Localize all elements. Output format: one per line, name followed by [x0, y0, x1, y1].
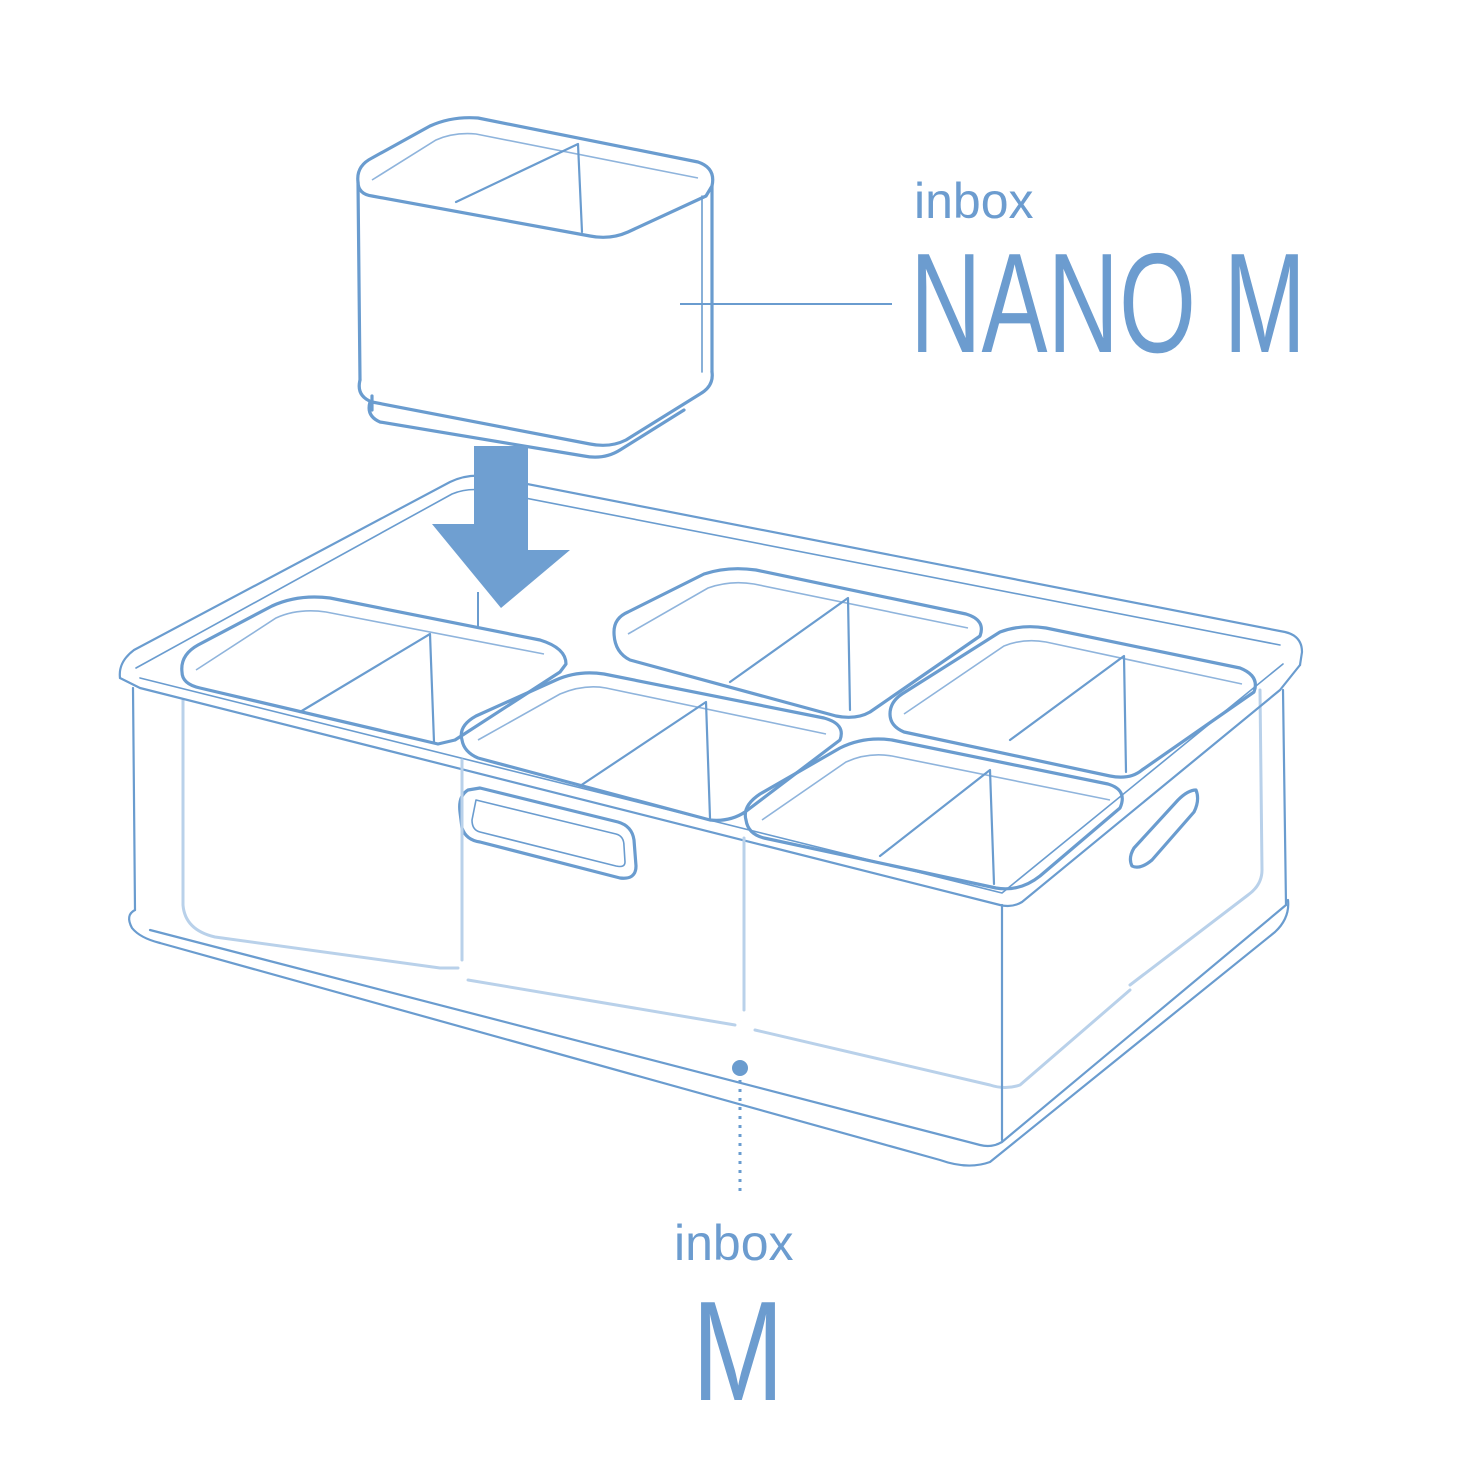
nano-m-box: [356, 116, 892, 459]
inner-box-front-middle: [459, 671, 843, 962]
container-brand-label: inbox: [674, 1215, 794, 1271]
nano-model-label: NANO M: [910, 224, 1306, 383]
container-model-label: M: [692, 1272, 784, 1431]
insert-arrow: [432, 446, 570, 628]
inner-box-front-right: [742, 737, 1124, 1012]
inner-box-front-left: [180, 595, 568, 746]
down-arrow-icon: [432, 446, 570, 608]
nano-brand-label: inbox: [914, 173, 1034, 229]
pointer-dot: [732, 1060, 748, 1076]
inner-box-back-middle: [612, 567, 983, 719]
large-container-m: [118, 474, 1304, 1195]
inner-box-back-right: [888, 625, 1257, 779]
